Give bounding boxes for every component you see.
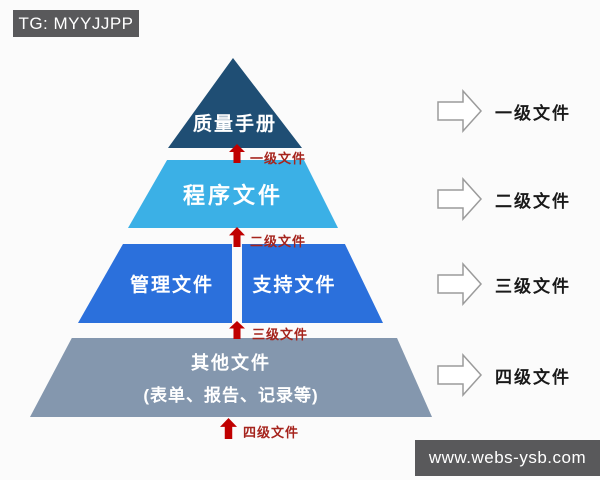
- level-marker-1: 一级文件: [250, 151, 307, 166]
- legend-row-level-2: 二级文件: [437, 177, 571, 221]
- pyramid-tier-2-procedure-files: 程序文件: [128, 160, 338, 228]
- up-arrow-icon-level-3: [229, 321, 245, 339]
- tier-2-label: 程序文件: [182, 183, 283, 208]
- level-marker-3: 三级文件: [252, 327, 309, 342]
- pyramid-tier-3-management-files: 管理文件: [78, 244, 232, 323]
- pyramid-tier-4-other-files: 其他文件 (表单、报告、记录等): [30, 338, 432, 417]
- level-marker-2: 二级文件: [250, 234, 307, 249]
- tier-1-label: 质量手册: [192, 114, 277, 135]
- legend-label-level-2: 二级文件: [495, 191, 571, 211]
- legend-row-level-1: 一级文件: [437, 89, 571, 133]
- up-arrow-icon-level-4: [220, 418, 237, 439]
- legend-row-level-4: 四级文件: [437, 353, 571, 397]
- legend-label-level-1: 一级文件: [495, 103, 571, 123]
- right-arrow-icon: [437, 89, 483, 133]
- tier-3-right-label: 支持文件: [252, 275, 337, 296]
- watermark-bottom-right: www.webs-ysb.com: [415, 440, 600, 476]
- tier-4-sublabel: (表单、报告、记录等): [143, 386, 319, 405]
- watermark-top-left: TG: MYYJJPP: [13, 10, 139, 37]
- right-arrow-icon: [437, 177, 483, 221]
- right-arrow-icon: [437, 262, 483, 306]
- legend-label-level-4: 四级文件: [495, 367, 571, 387]
- right-arrow-icon: [437, 353, 483, 397]
- tier-3-left-label: 管理文件: [129, 275, 214, 296]
- tier-4-label: 其他文件: [191, 353, 271, 373]
- legend-label-level-3: 三级文件: [495, 276, 571, 296]
- pyramid-tier-3-support-files: 支持文件: [242, 244, 383, 323]
- legend-row-level-3: 三级文件: [437, 262, 571, 306]
- level-marker-4: 四级文件: [243, 425, 300, 440]
- pyramid-tier-1-quality-manual: 质量手册: [168, 58, 302, 148]
